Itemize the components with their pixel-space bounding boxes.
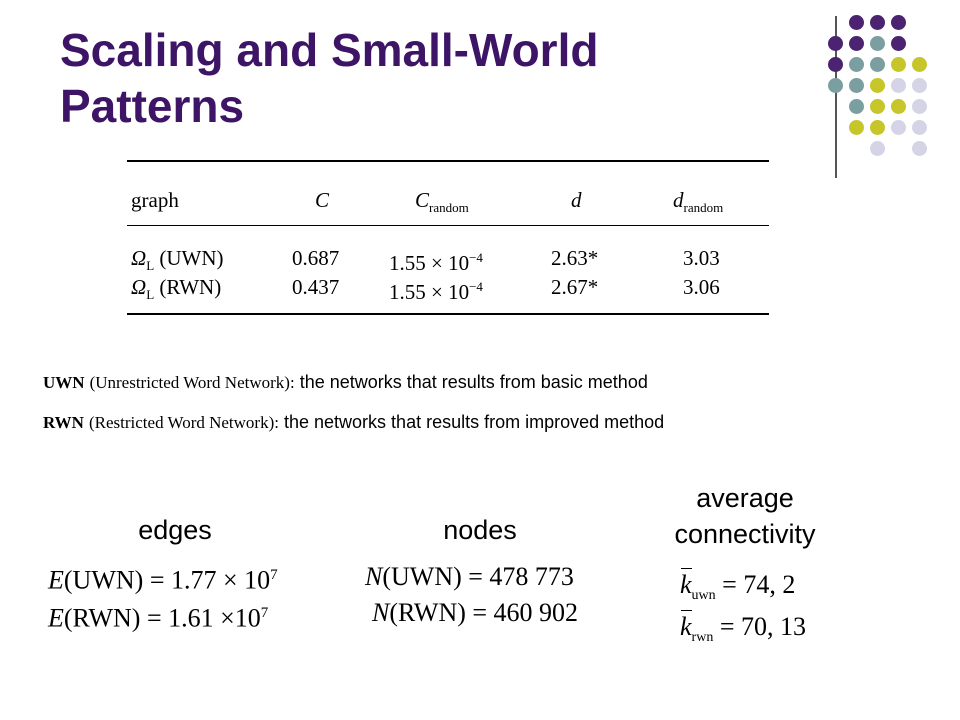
decorative-dot	[891, 36, 906, 51]
nodes-formula-uwn: N(UWN) = 478 773	[365, 562, 574, 592]
formula-arg: (UWN)	[63, 565, 144, 595]
decorative-dot	[891, 99, 906, 114]
decorative-dot	[912, 120, 927, 135]
decorative-dot	[912, 57, 927, 72]
graph-name: (UWN)	[159, 246, 224, 270]
formula-arg: (RWN)	[389, 598, 466, 627]
decorative-dot	[912, 99, 927, 114]
c-random-exponent: −4	[469, 279, 483, 294]
decorative-dot	[849, 78, 864, 93]
definition-description: the networks that results from basic met…	[299, 372, 648, 392]
decorative-dot	[891, 120, 906, 135]
decorative-dot	[849, 36, 864, 51]
table-header-rule	[127, 225, 769, 226]
formula-lhs: E	[48, 565, 64, 595]
decorative-dot	[891, 15, 906, 30]
title-line-2: Patterns	[60, 80, 245, 132]
decorative-dot	[870, 15, 885, 30]
formula-value: = 1.61 ×10	[140, 603, 261, 633]
decorative-dot	[870, 78, 885, 93]
omega-symbol: Ω	[131, 275, 147, 299]
definition-abbr: UWN	[43, 373, 85, 392]
decorative-dot	[870, 57, 885, 72]
definition-uwn: UWN (Unrestricted Word Network): the net…	[43, 371, 648, 394]
k-bar-symbol: k	[680, 612, 692, 641]
decorative-dot	[870, 141, 885, 156]
decorative-dot	[870, 36, 885, 51]
table-bottom-rule	[127, 313, 769, 315]
header-graph: graph	[131, 188, 179, 212]
formula-subscript: uwn	[691, 588, 716, 604]
graph-name: (RWN)	[159, 275, 222, 299]
definition-full-name: (Unrestricted Word Network):	[89, 373, 295, 392]
edges-label: edges	[138, 515, 212, 545]
table-top-rule	[127, 160, 769, 162]
definition-abbr: RWN	[43, 413, 84, 432]
table-row-2-c: 0.437	[292, 275, 340, 299]
formula-lhs: E	[48, 603, 64, 633]
table-row-2-d-random: 3.06	[683, 275, 720, 299]
omega-subscript: L	[146, 258, 155, 274]
header-c-random-base: C	[415, 188, 430, 212]
header-c-random-sub: random	[429, 200, 469, 216]
nodes-formula-rwn: N(RWN) = 460 902	[372, 598, 578, 628]
c-random-mantissa: 1.55 × 10	[389, 280, 470, 304]
slide-title: Scaling and Small-World Patterns	[60, 22, 800, 134]
omega-symbol: Ω	[131, 246, 147, 270]
formula-value: = 478 773	[461, 562, 574, 591]
formula-value: = 70, 13	[713, 612, 806, 641]
c-random-exponent: −4	[469, 250, 483, 265]
decorative-dot	[891, 78, 906, 93]
header-d-random: drandom	[673, 188, 723, 220]
definition-description: the networks that results from improved …	[284, 412, 665, 432]
formula-lhs: N	[372, 598, 390, 627]
formula-value: = 74, 2	[715, 570, 796, 599]
divider-line	[835, 16, 837, 178]
connectivity-formula-uwn: kuwn = 74, 2	[680, 570, 795, 611]
table-row-2-d: 2.67*	[551, 275, 599, 299]
title-line-1: Scaling and Small-World	[60, 24, 599, 76]
connectivity-label-line-2: connectivity	[674, 519, 816, 549]
decorative-dot	[870, 99, 885, 114]
table-row-1-d-random: 3.03	[683, 246, 720, 270]
nodes-label: nodes	[443, 515, 517, 545]
k-bar-symbol: k	[680, 570, 692, 599]
table-row-1-d: 2.63*	[551, 246, 599, 270]
header-d: d	[571, 188, 582, 212]
decorative-dot	[912, 141, 927, 156]
formula-lhs: N	[365, 562, 383, 591]
formula-arg: (UWN)	[382, 562, 462, 591]
definition-rwn: RWN (Restricted Word Network): the netwo…	[43, 411, 664, 434]
formula-exponent: 7	[260, 605, 269, 621]
edges-formula-uwn: E(UWN) = 1.77 × 107	[48, 560, 278, 596]
omega-subscript: L	[146, 287, 155, 303]
table-row-1-c-random: 1.55 × 10−4	[389, 246, 483, 275]
formula-value: = 460 902	[465, 598, 579, 627]
connectivity-formula-rwn: krwn = 70, 13	[680, 612, 806, 653]
decorative-dot	[849, 99, 864, 114]
formula-subscript: rwn	[691, 630, 714, 646]
formula-value: = 1.77 × 10	[143, 565, 271, 595]
connectivity-label: average connectivity	[640, 480, 850, 552]
connectivity-label-line-1: average	[696, 483, 794, 513]
decorative-dot	[849, 15, 864, 30]
header-c-random: Crandom	[415, 188, 469, 220]
table-row-2-graph: ΩL (RWN)	[131, 275, 221, 307]
table-row-2-c-random: 1.55 × 10−4	[389, 275, 483, 304]
header-d-random-sub: random	[683, 200, 724, 216]
decorative-dot	[849, 120, 864, 135]
decorative-dot	[912, 78, 927, 93]
formula-arg: (RWN)	[63, 603, 141, 633]
table-row-1-graph: ΩL (UWN)	[131, 246, 224, 278]
formula-exponent: 7	[270, 567, 278, 583]
decorative-dot	[870, 120, 885, 135]
header-d-random-base: d	[673, 188, 684, 212]
c-random-mantissa: 1.55 × 10	[389, 251, 470, 275]
decorative-dot	[849, 57, 864, 72]
decorative-dot	[891, 57, 906, 72]
table-row-1-c: 0.687	[292, 246, 340, 270]
header-c: C	[315, 188, 330, 212]
definition-full-name: (Restricted Word Network):	[88, 413, 279, 432]
edges-formula-rwn: E(RWN) = 1.61 ×107	[48, 598, 268, 634]
